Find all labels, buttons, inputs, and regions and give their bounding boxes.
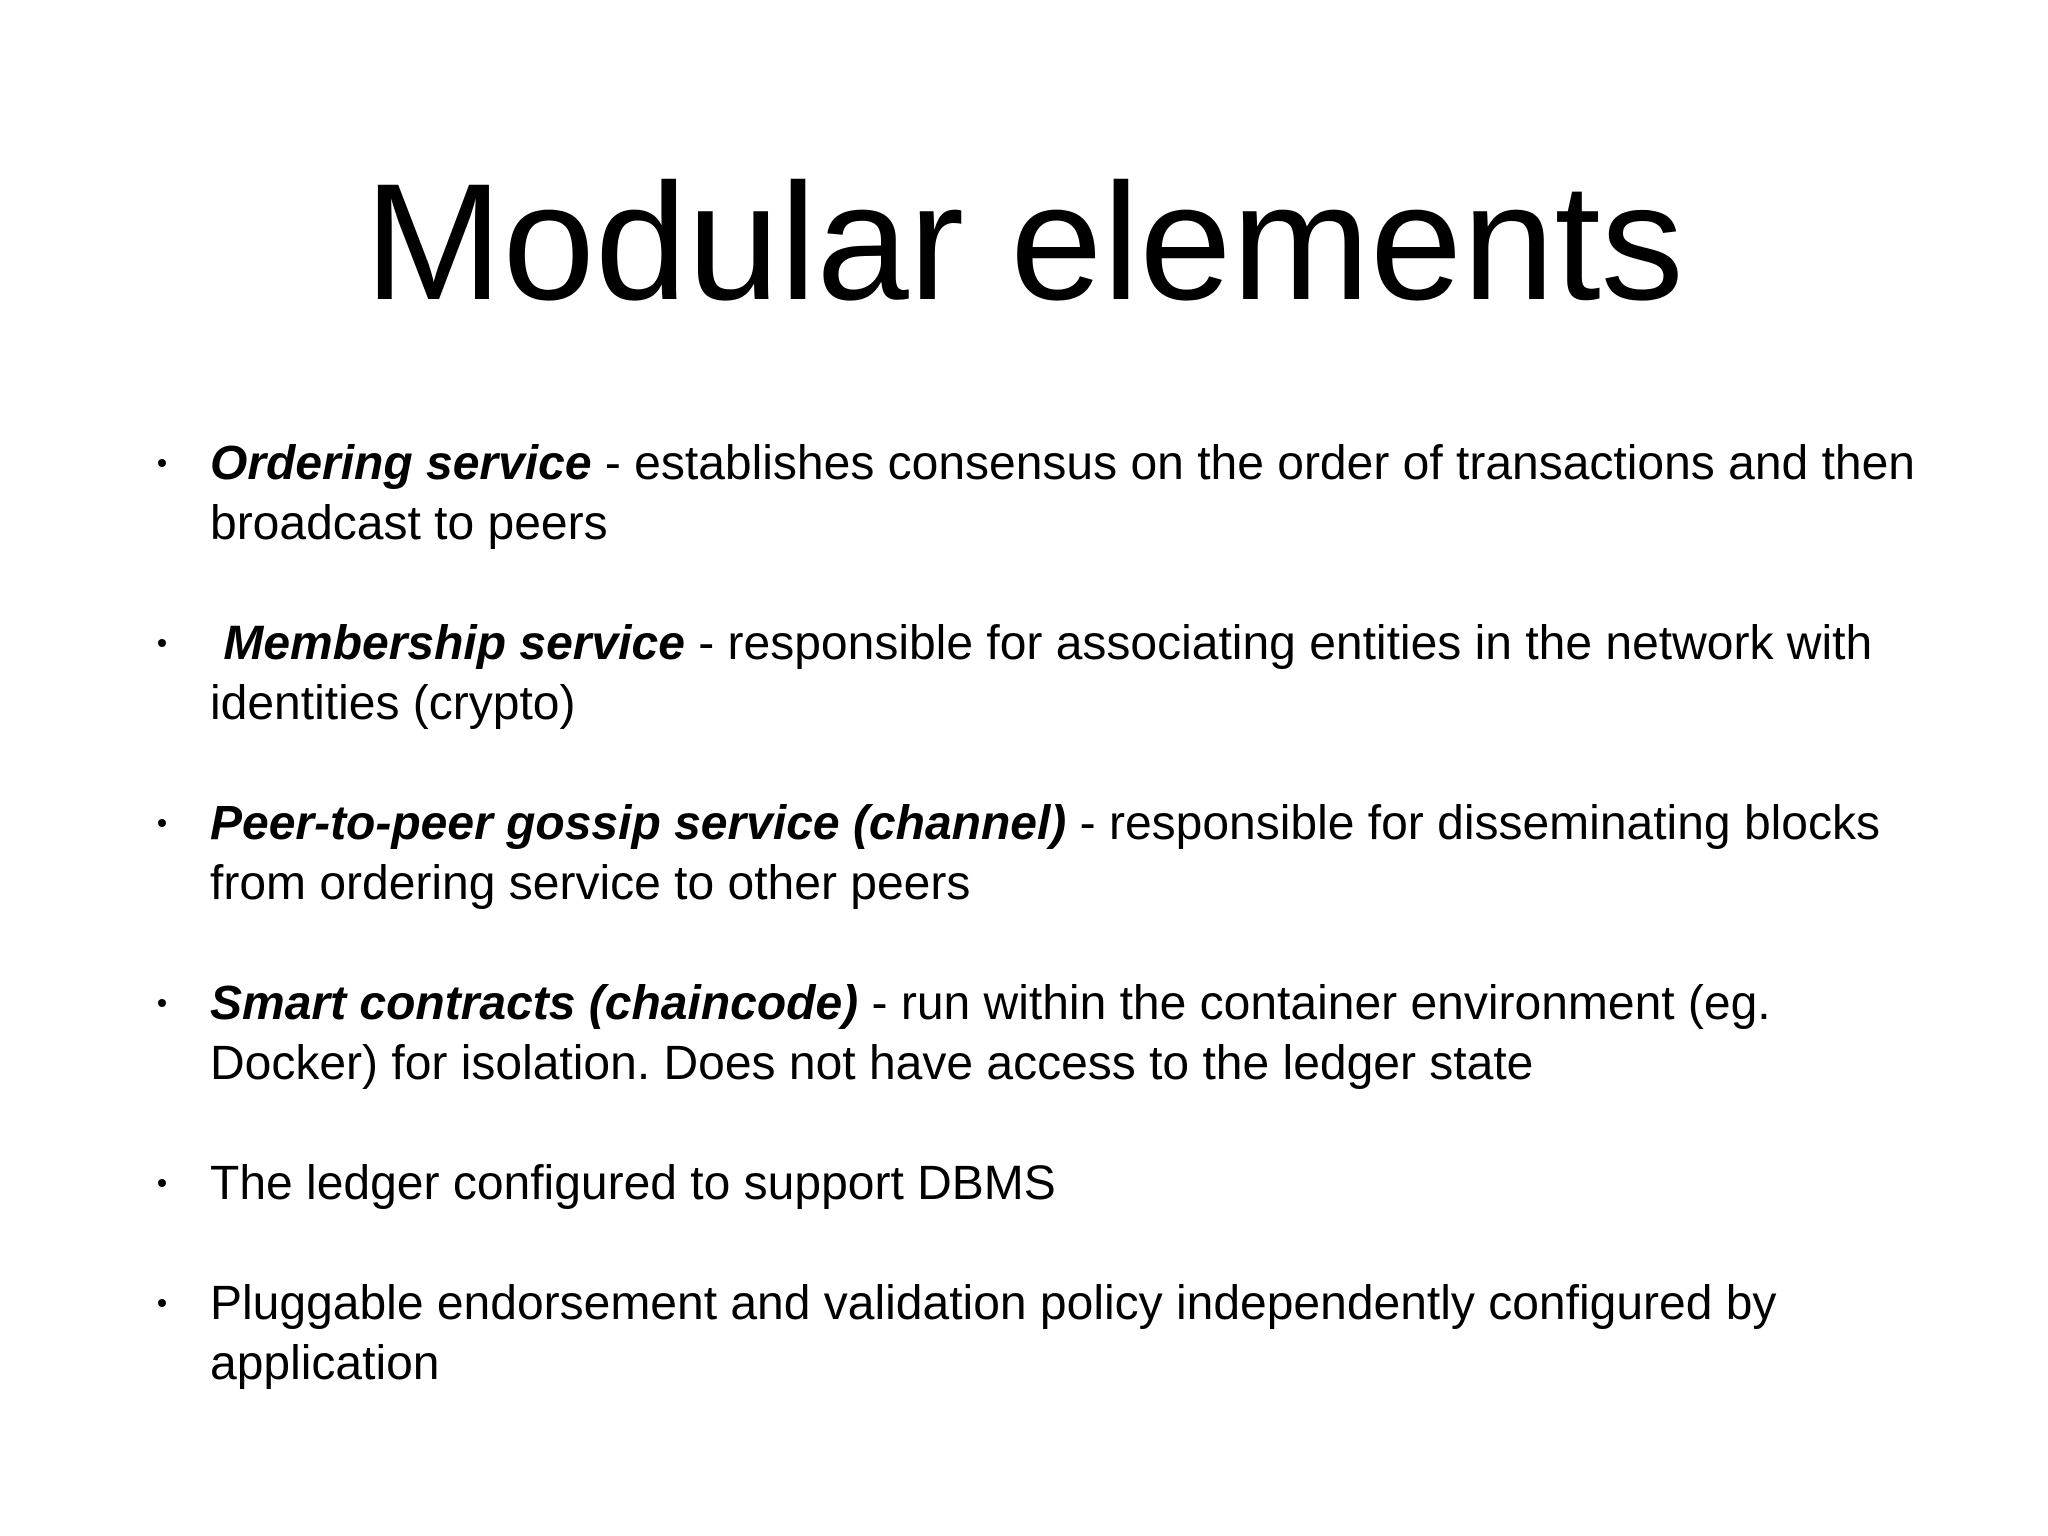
bullet-list: Ordering service - establishes consensus… — [158, 434, 1918, 1454]
bullet-term: Ordering service — [210, 437, 592, 490]
bullet-text: - establishes consensus on the order of … — [210, 437, 1915, 550]
bullet-item-pluggable-policy: Pluggable endorsement and validation pol… — [158, 1274, 1918, 1394]
bullet-item-gossip-service: Peer-to-peer gossip service (channel) - … — [158, 794, 1918, 914]
bullet-text: - run within the container environment (… — [210, 977, 1771, 1090]
bullet-item-smart-contracts: Smart contracts (chaincode) - run within… — [158, 974, 1918, 1094]
bullet-term: Membership service — [210, 617, 685, 670]
bullet-item-ordering-service: Ordering service - establishes consensus… — [158, 434, 1918, 554]
bullet-dot-icon — [158, 999, 166, 1007]
bullet-dot-icon — [158, 639, 166, 647]
slide-title: Modular elements — [364, 150, 1684, 335]
bullet-dot-icon — [158, 819, 166, 827]
bullet-dot-icon — [158, 1179, 166, 1187]
bullet-text: - responsible for associating entities i… — [210, 617, 1873, 730]
bullet-dot-icon — [158, 1299, 166, 1307]
bullet-text: - responsible for disseminating blocks f… — [210, 797, 1880, 910]
bullet-text: The ledger configured to support DBMS — [210, 1157, 1056, 1210]
bullet-item-ledger-dbms: The ledger configured to support DBMS — [158, 1154, 1918, 1214]
bullet-dot-icon — [158, 459, 166, 467]
bullet-item-membership-service: Membership service - responsible for ass… — [158, 614, 1918, 734]
bullet-text: Pluggable endorsement and validation pol… — [210, 1277, 1777, 1390]
bullet-term: Peer-to-peer gossip service (channel) — [210, 797, 1067, 850]
bullet-term: Smart contracts (chaincode) — [210, 977, 859, 1030]
